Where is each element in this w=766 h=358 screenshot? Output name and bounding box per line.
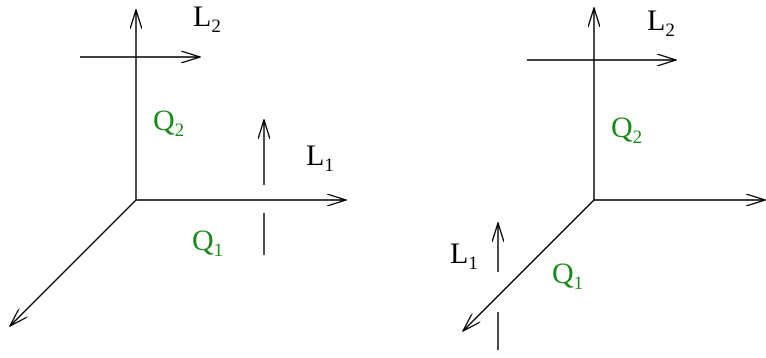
right-q2-label: Q2	[611, 111, 642, 148]
right-diagonal-axis	[463, 199, 595, 331]
left-l2-label: L2	[193, 0, 221, 37]
left-diagonal-axis	[10, 199, 137, 326]
left-l1-label: L1	[306, 139, 334, 176]
left-q1-label: Q1	[192, 224, 223, 261]
right-l1-label: L1	[450, 237, 478, 274]
right-l2-label: L2	[647, 4, 675, 41]
left-q2-label: Q2	[153, 104, 184, 141]
right-diagram: L2 Q2 L1 Q1	[450, 4, 765, 350]
left-diagram: L2 Q2 L1 Q1	[10, 0, 346, 326]
right-q1-label: Q1	[552, 257, 583, 294]
